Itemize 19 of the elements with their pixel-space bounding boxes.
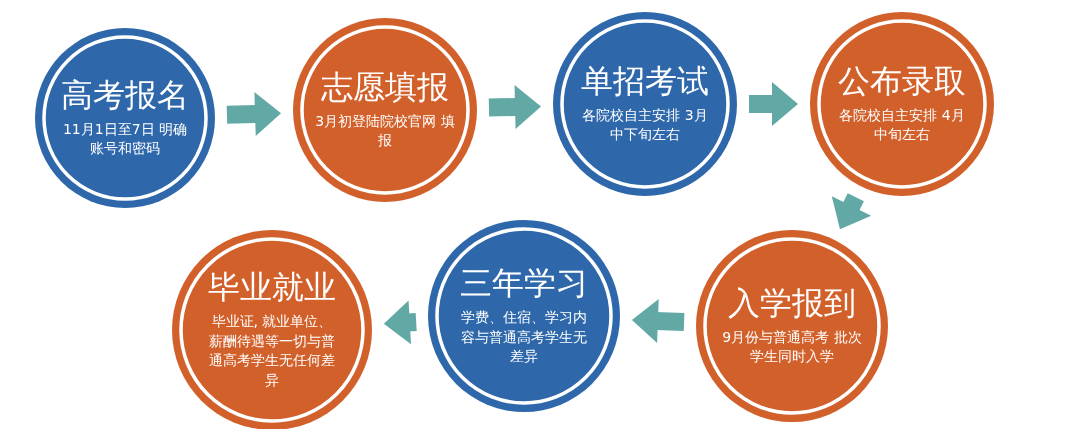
arrow	[383, 300, 417, 345]
arrow	[488, 85, 542, 129]
step-description: 学费、住宿、学习内容与普通高考学生无差异	[460, 308, 588, 367]
step-description: 3月初登陆院校官网 填报	[315, 111, 455, 151]
arrow	[226, 92, 282, 136]
step-description: 毕业证, 就业单位、薪酬待遇等一切与普通高考学生无任何差异	[208, 312, 336, 390]
step-title: 公布录取	[838, 63, 966, 100]
step-title: 单招考试	[581, 63, 709, 100]
step-description: 11月1日至7日 明确账号和密码	[61, 119, 189, 159]
step-description: 各院校自主安排 4月中旬左右	[838, 105, 966, 145]
step-title: 入学报到	[728, 285, 856, 322]
step-title: 高考报名	[61, 77, 189, 114]
step-title: 志愿填报	[321, 69, 449, 106]
step-title: 三年学习	[460, 265, 588, 302]
arrow	[749, 82, 798, 126]
step-description: 各院校自主安排 3月中下旬左右	[581, 105, 709, 145]
step-title: 毕业就业	[208, 269, 336, 307]
arrow	[631, 299, 685, 343]
step-description: 9月份与普通高考 批次学生同时入学	[722, 327, 862, 367]
